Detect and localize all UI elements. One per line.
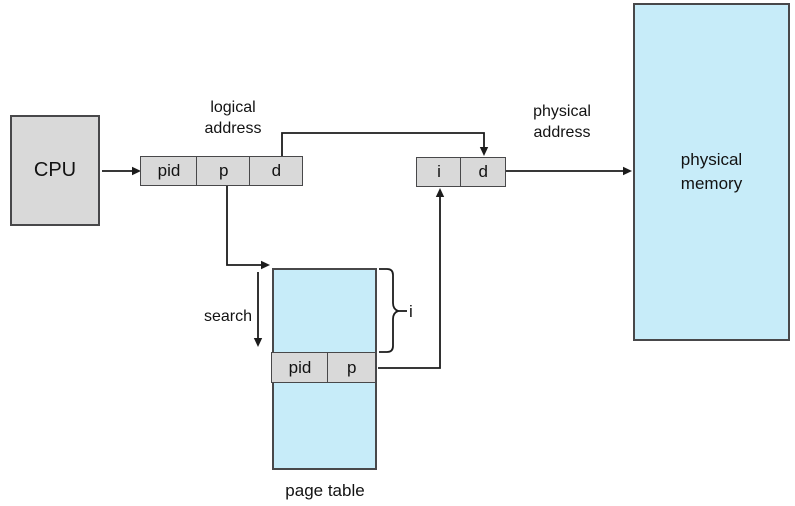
page-table-matched-row: pid p xyxy=(271,352,377,383)
physical-address-register: i d xyxy=(416,157,507,187)
arrow-d-to-physical-address xyxy=(281,132,485,156)
arrow-row-to-i xyxy=(378,197,441,369)
row-cell-pid: pid xyxy=(271,352,329,383)
cpu-box: CPU xyxy=(10,115,100,226)
physical-address-label: physical address xyxy=(533,103,591,141)
logical-cell-d: d xyxy=(249,156,304,186)
row-cell-p: p xyxy=(327,352,377,383)
logical-cell-p: p xyxy=(196,156,252,186)
logical-cell-pid: pid xyxy=(140,156,198,186)
physical-memory-label: physical memory xyxy=(680,150,743,193)
logical-address-label: logical address xyxy=(204,99,262,137)
search-label: search xyxy=(203,308,252,325)
physical-cell-i: i xyxy=(416,157,462,187)
logical-address-register: pid p d xyxy=(140,156,304,186)
arrow-p-to-page-table xyxy=(226,186,262,266)
i-index-label: i xyxy=(409,302,413,321)
cpu-label: CPU xyxy=(33,159,77,181)
i-brace xyxy=(379,268,401,353)
page-table-caption: page table xyxy=(285,481,365,500)
physical-cell-d: d xyxy=(460,157,507,187)
physical-memory-box: physical memory xyxy=(633,3,790,341)
